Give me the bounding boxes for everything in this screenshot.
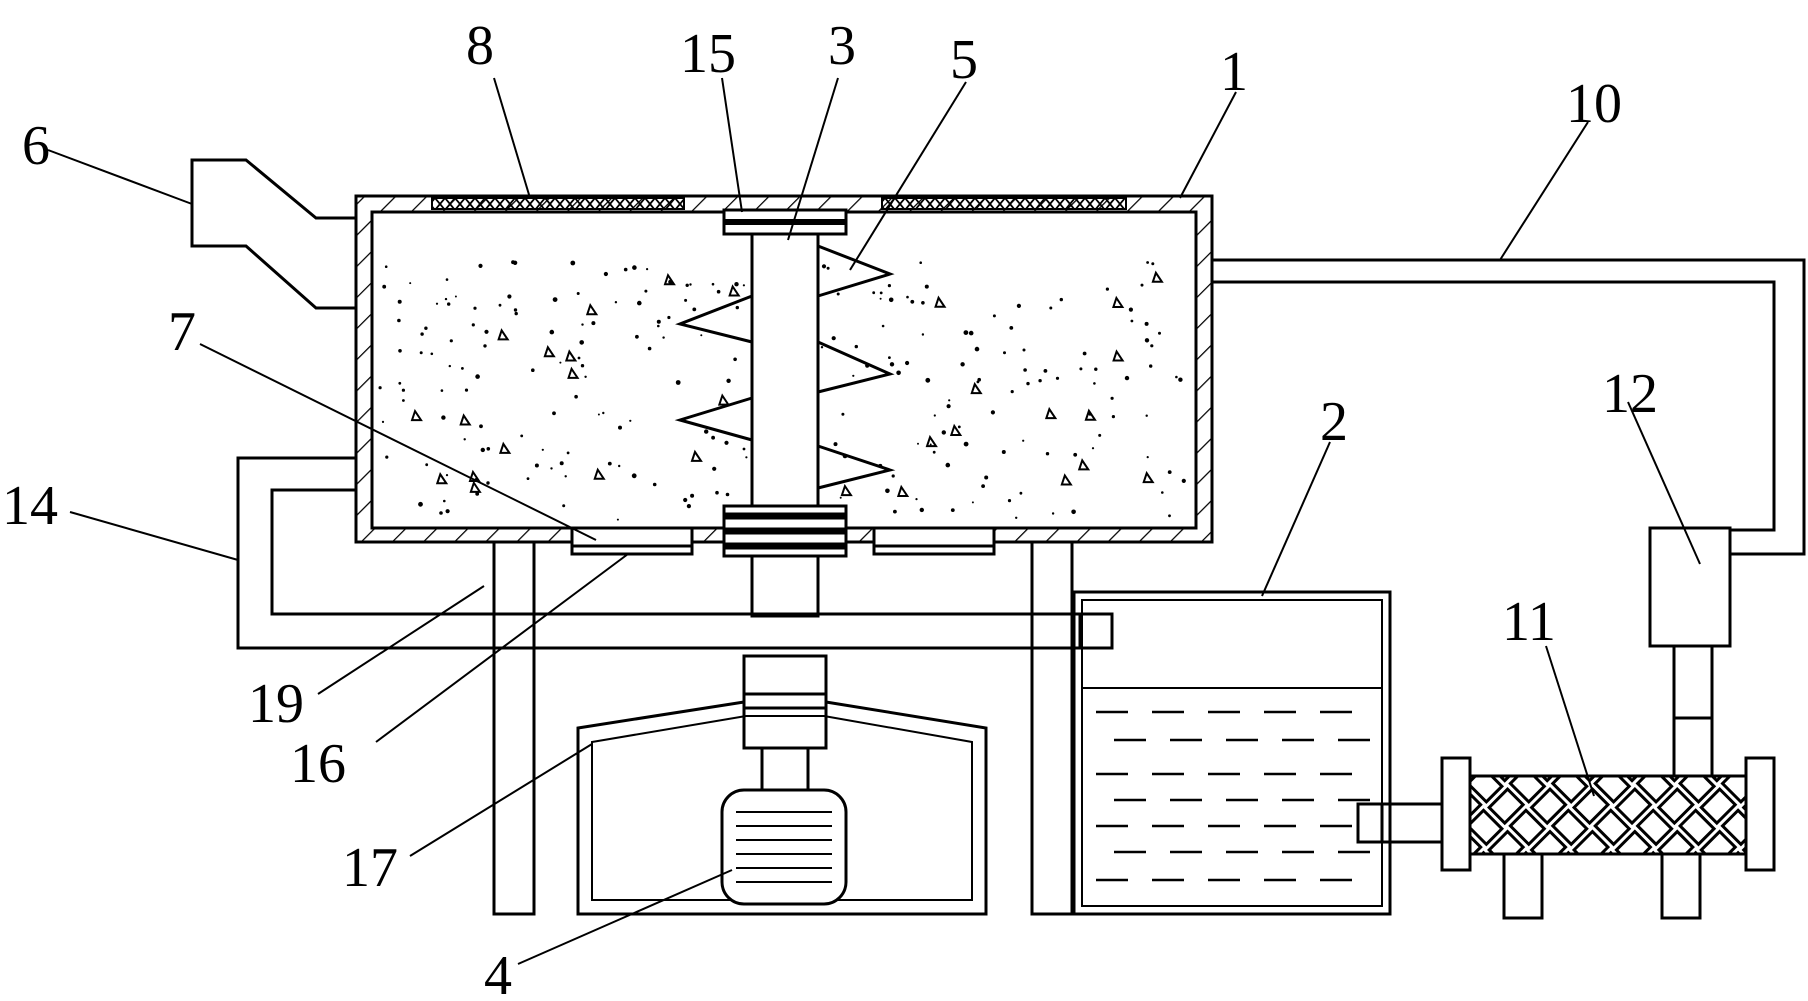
label-6: 6 (22, 115, 50, 177)
pump (1648, 526, 1732, 648)
stirring-shaft (742, 232, 828, 792)
leader-lines (47, 77, 1701, 965)
helical-blade (674, 244, 896, 490)
label-7: 7 (168, 301, 196, 363)
motor (720, 788, 848, 906)
pump-inlet-pipe (1672, 644, 1714, 778)
label-14: 14 (2, 475, 58, 537)
filter-unit (1440, 756, 1776, 920)
label-5: 5 (950, 29, 978, 91)
label-17: 17 (342, 837, 398, 899)
water-tank (1072, 590, 1392, 916)
label-11: 11 (1502, 591, 1556, 653)
label-2: 2 (1320, 391, 1348, 453)
particle-scatter (378, 260, 1186, 521)
label-15: 15 (680, 23, 736, 85)
label-1: 1 (1220, 41, 1248, 103)
motor-housing (576, 692, 988, 916)
label-10: 10 (1566, 73, 1622, 135)
label-4: 4 (484, 945, 512, 1001)
top-bearing (722, 208, 848, 236)
circulation-pipe (1212, 258, 1806, 556)
tank-outlet-pipe (1356, 802, 1442, 844)
mesh-cover (431, 197, 1127, 210)
label-19: 19 (248, 673, 304, 735)
return-pipe (236, 456, 1114, 650)
feed-hopper (190, 158, 356, 310)
label-16: 16 (290, 733, 346, 795)
label-3: 3 (828, 15, 856, 77)
discharge-plate (570, 526, 996, 556)
label-12: 12 (1602, 363, 1658, 425)
label-8: 8 (466, 15, 494, 77)
support-legs (492, 540, 1074, 916)
bottom-seal (722, 504, 848, 558)
